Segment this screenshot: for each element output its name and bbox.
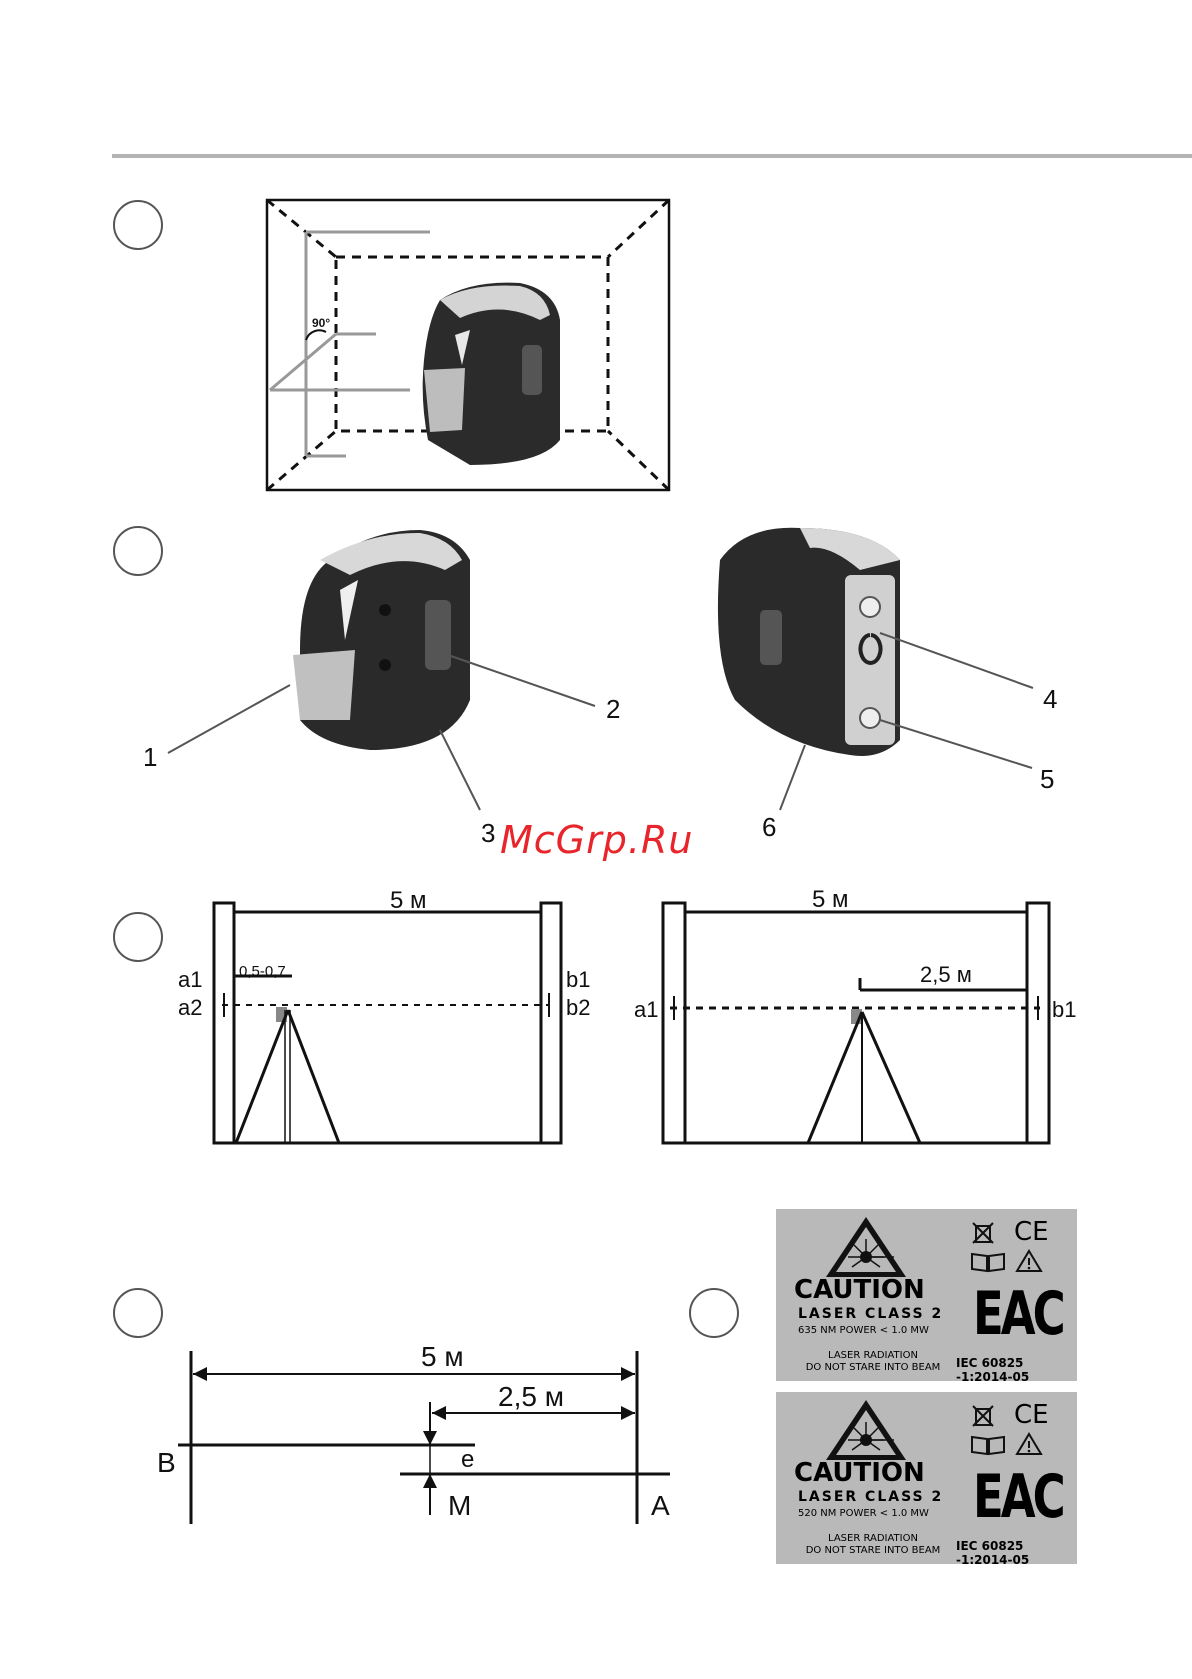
laser-warning-label-2: CAUTION LASER CLASS 2 520 NM POWER < 1.0…: [776, 1392, 1077, 1567]
laser-device-1: [422, 282, 560, 465]
radiation-warning: LASER RADIATION DO NOT STARE INTO BEAM: [798, 1350, 948, 1374]
iec-standard-text: IEC 60825 -1:2014-05: [956, 1539, 1030, 1567]
figure-circle-5: [689, 1288, 739, 1338]
figure-circle-2: [113, 526, 163, 576]
iec-standard-text: IEC 60825 -1:2014-05: [956, 1356, 1030, 1384]
left-offset-label: 0,5-0,7: [239, 963, 286, 980]
left-a1-label: a1: [178, 967, 203, 992]
ce-mark: CE: [1014, 1217, 1049, 1247]
callout-5: 5: [1040, 764, 1055, 794]
laser-hazard-icon: [826, 1217, 906, 1277]
fig4-distance-label: 5 м: [421, 1341, 464, 1372]
laser-device-back: [717, 527, 900, 756]
figure-circle-3: [113, 912, 163, 962]
weee-bin-icon: [972, 1222, 994, 1244]
warning-triangle-icon: [1015, 1432, 1043, 1455]
left-a2-label: a2: [178, 995, 203, 1020]
callout-3: 3: [481, 818, 496, 848]
laser-class-text: LASER CLASS 2: [798, 1489, 944, 1505]
caution-text: CAUTION: [794, 1458, 925, 1488]
radiation-line-2: DO NOT STARE INTO BEAM: [805, 1545, 941, 1556]
fig4-B-label: B: [157, 1447, 176, 1478]
radiation-line-1: LASER RADIATION: [828, 1533, 918, 1544]
fig4-e-label: e: [461, 1446, 475, 1473]
angle-label: 90°: [312, 316, 331, 330]
callout-1: 1: [143, 742, 158, 772]
manual-book-icon: [971, 1435, 1005, 1456]
right-half-label: 2,5 м: [920, 962, 972, 987]
power-text: 635 NM POWER < 1.0 MW: [798, 1325, 929, 1336]
ce-mark: CE: [1014, 1400, 1049, 1430]
radiation-line-2: DO NOT STARE INTO BEAM: [805, 1362, 941, 1373]
eac-mark: EAC: [973, 1462, 1066, 1532]
left-b2-label: b2: [566, 995, 591, 1020]
radiation-line-1: LASER RADIATION: [828, 1350, 918, 1361]
caution-text: CAUTION: [794, 1275, 925, 1305]
right-b1-label: b1: [1052, 997, 1077, 1022]
laser-warning-label-1: CAUTION LASER CLASS 2 635 NM POWER < 1.0…: [776, 1209, 1077, 1384]
weee-bin-icon: [972, 1405, 994, 1427]
power-text: 520 NM POWER < 1.0 MW: [798, 1508, 929, 1519]
callout-6: 6: [762, 812, 777, 842]
callout-4: 4: [1043, 684, 1058, 714]
warning-triangle-icon: [1015, 1249, 1043, 1272]
right-distance-label: 5 м: [812, 886, 849, 913]
callout-2: 2: [606, 694, 621, 724]
header-rule: [112, 154, 1192, 158]
fig4-half-label: 2,5 м: [498, 1381, 564, 1412]
eac-mark: EAC: [973, 1279, 1066, 1349]
watermark: McGrp.Ru: [500, 818, 694, 862]
laser-class-text: LASER CLASS 2: [798, 1306, 944, 1322]
laser-hazard-icon: [826, 1400, 906, 1460]
manual-book-icon: [971, 1252, 1005, 1273]
fig4-A-label: A: [651, 1490, 670, 1521]
fig4-M-label: M: [448, 1490, 472, 1521]
left-b1-label: b1: [566, 967, 591, 992]
figure-circle-1: [113, 200, 163, 250]
radiation-warning: LASER RADIATION DO NOT STARE INTO BEAM: [798, 1533, 948, 1557]
left-distance-label: 5 м: [390, 887, 427, 914]
figure-circle-4: [113, 1288, 163, 1338]
laser-device-front: [293, 530, 470, 750]
right-a1-label: a1: [634, 997, 659, 1022]
